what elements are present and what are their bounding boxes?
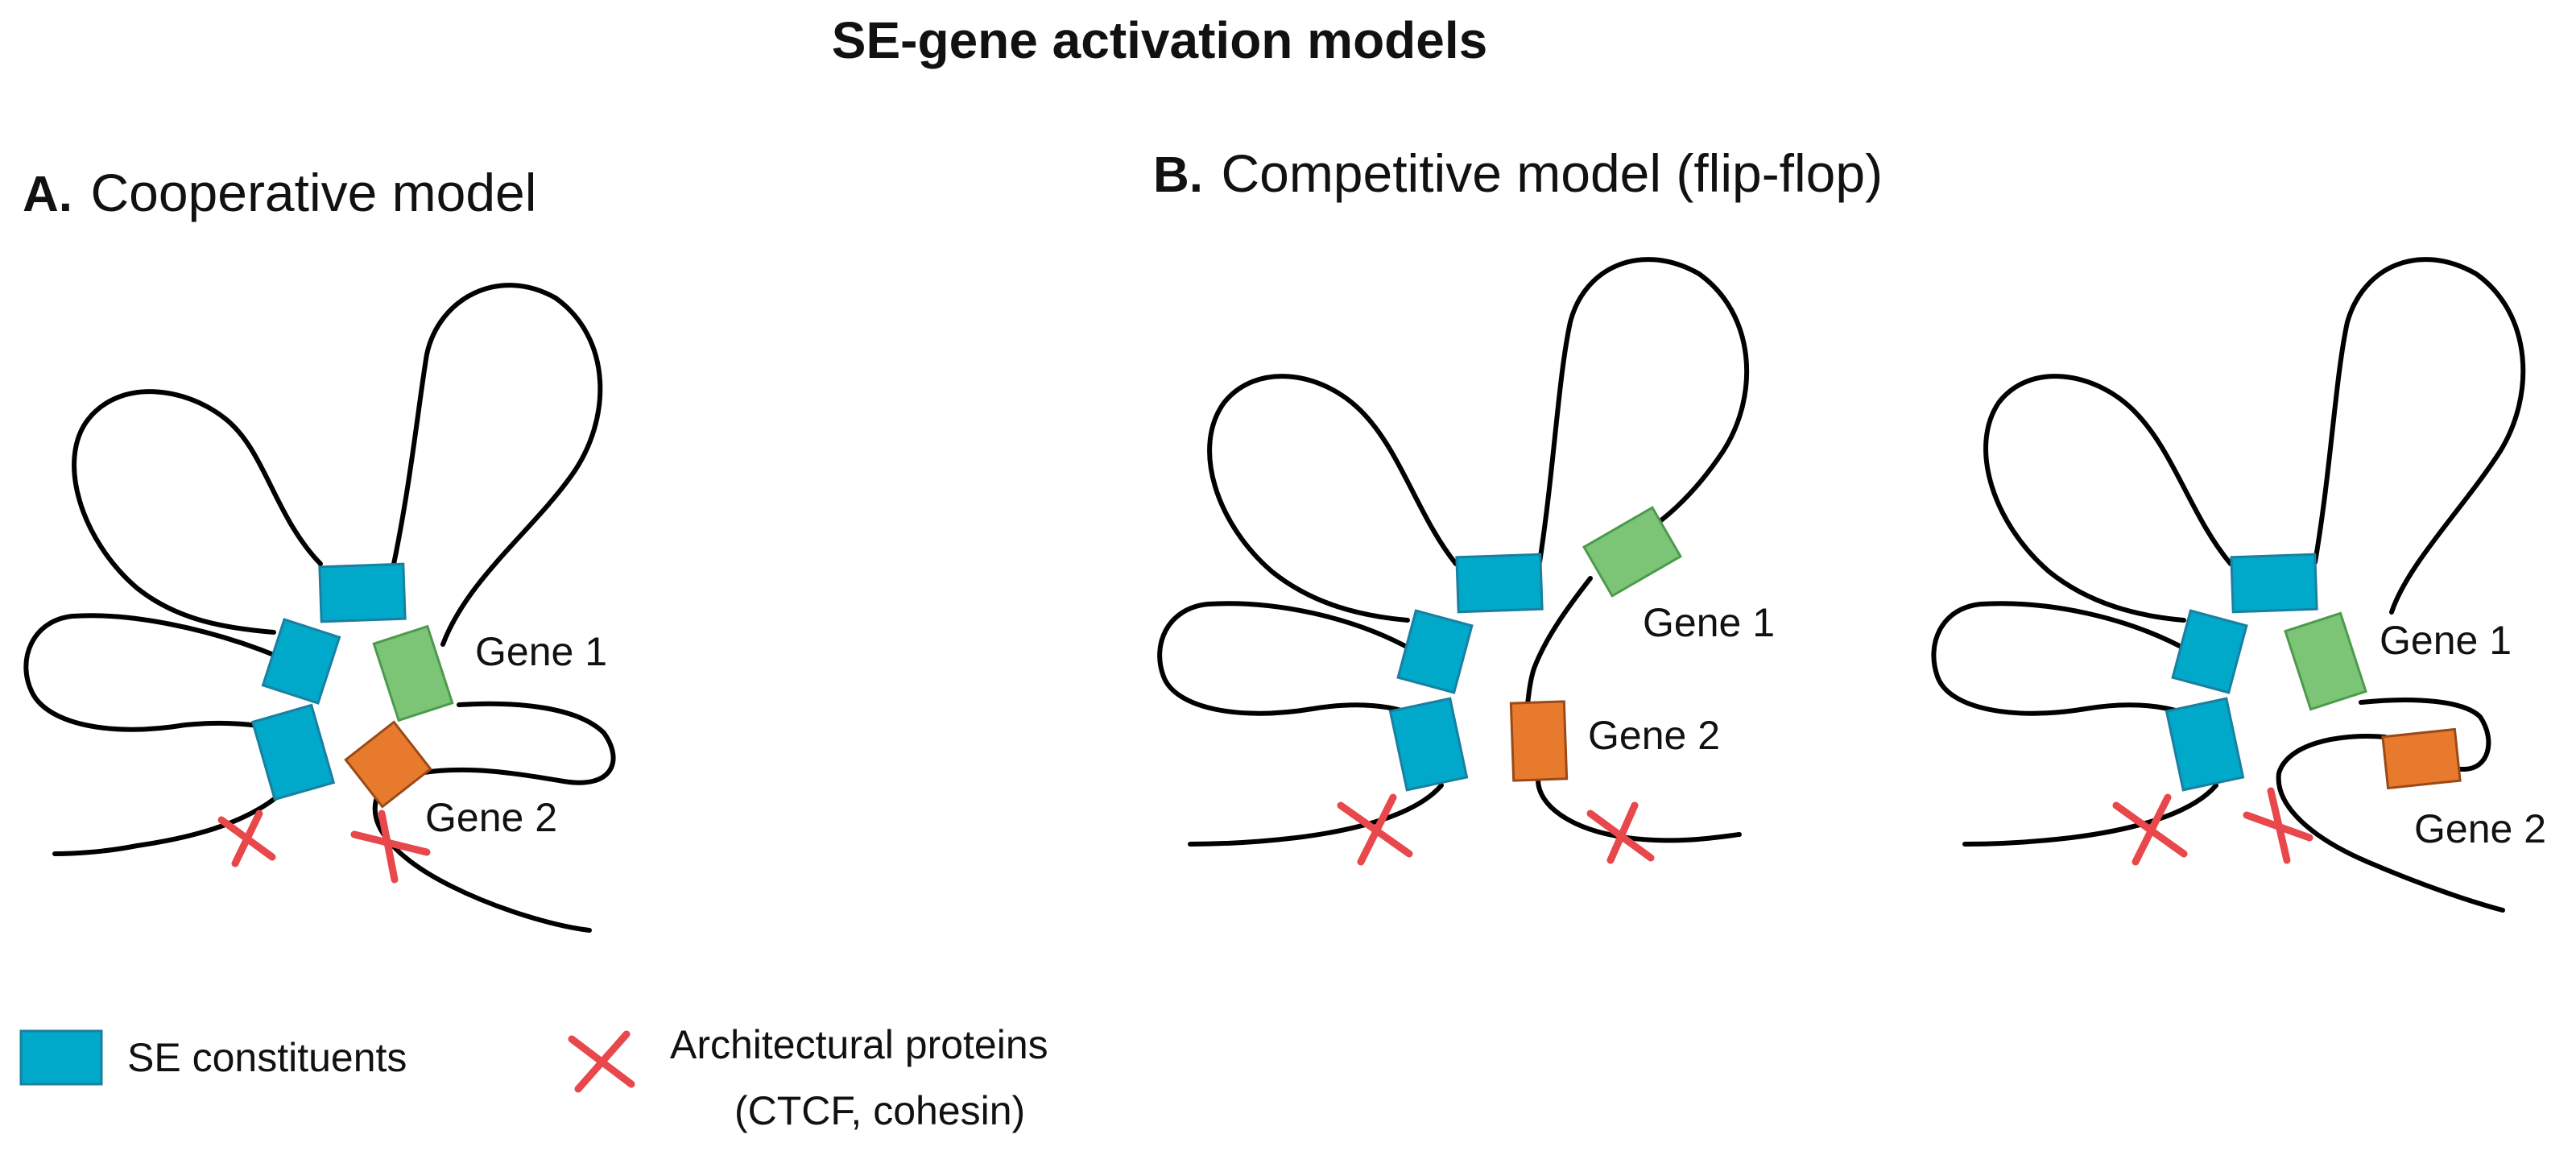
gene2-box bbox=[1509, 700, 1569, 782]
chromatin-loop bbox=[2313, 257, 2526, 615]
architectural-protein-icon bbox=[1337, 793, 1413, 866]
panel-a-diagram: Gene 1 Gene 2 bbox=[23, 283, 616, 933]
chromatin-tail bbox=[2276, 734, 2505, 913]
se-constituent bbox=[2165, 697, 2245, 792]
panel-b-letter: B. bbox=[1153, 147, 1203, 203]
chromatin-loop bbox=[1157, 601, 1416, 716]
chromatin-tail bbox=[372, 795, 592, 933]
panel-b-name: Competitive model (flip-flop) bbox=[1221, 143, 1883, 203]
gene1-label: Gene 1 bbox=[2380, 618, 2512, 663]
legend-architectural-sublabel: (CTCF, cohesin) bbox=[734, 1088, 1025, 1133]
panel-a-name: Cooperative model bbox=[90, 163, 536, 222]
se-constituent bbox=[250, 703, 336, 801]
se-constituent bbox=[318, 562, 407, 623]
legend-architectural-icon bbox=[568, 1030, 635, 1093]
se-constituent bbox=[1396, 609, 1474, 694]
gene2-box bbox=[2381, 727, 2462, 790]
gene2-label: Gene 2 bbox=[2414, 806, 2546, 851]
architectural-protein-icon bbox=[1586, 801, 1655, 864]
diagram-title: SE-gene activation models bbox=[832, 11, 1487, 69]
se-constituent bbox=[2171, 609, 2248, 694]
legend-se-swatch bbox=[19, 1029, 103, 1086]
chromatin-loop bbox=[1931, 601, 2191, 716]
gene2-label: Gene 2 bbox=[425, 795, 557, 840]
chromatin-loop bbox=[1207, 374, 1458, 623]
gene1-box bbox=[2284, 611, 2367, 711]
gene2-box bbox=[344, 720, 432, 809]
panel-a-heading: A. Cooperative model bbox=[23, 163, 536, 222]
architectural-protein-icon bbox=[350, 809, 431, 884]
chromatin-tail bbox=[1962, 783, 2218, 847]
chromatin-loop bbox=[391, 283, 603, 647]
se-constituent bbox=[2230, 553, 2318, 614]
gene1-box bbox=[372, 624, 454, 722]
chromatin-loop bbox=[23, 613, 280, 732]
legend-se-label: SE constituents bbox=[127, 1035, 407, 1080]
chromatin-loop bbox=[72, 389, 323, 635]
gene1-label: Gene 1 bbox=[475, 629, 607, 674]
se-constituent bbox=[1455, 553, 1544, 614]
se-constituent bbox=[1388, 697, 1469, 792]
gene1-box bbox=[1582, 506, 1682, 598]
legend: SE constituents Architectural proteins (… bbox=[19, 1022, 1048, 1133]
panel-a-letter: A. bbox=[23, 167, 72, 222]
panel-b-diagram-1: Gene 1 Gene 2 bbox=[1157, 257, 1775, 866]
panel-b-diagram-2: Gene 1 Gene 2 bbox=[1931, 257, 2546, 913]
chromatin-loop bbox=[1983, 374, 2233, 623]
chromatin-tail bbox=[1536, 777, 1742, 843]
chromatin-tail bbox=[52, 779, 296, 856]
se-constituent bbox=[261, 618, 341, 705]
chromatin-loop bbox=[416, 701, 616, 785]
gene2-label: Gene 2 bbox=[1588, 713, 1720, 758]
architectural-protein-icon bbox=[217, 809, 276, 867]
legend-architectural-label: Architectural proteins bbox=[670, 1022, 1048, 1067]
chromatin-loop bbox=[1537, 257, 1750, 565]
gene1-label: Gene 1 bbox=[1643, 600, 1775, 645]
architectural-protein-icon bbox=[2112, 793, 2188, 866]
panel-b-heading: B. Competitive model (flip-flop) bbox=[1153, 143, 1883, 203]
architectural-protein-icon bbox=[2243, 787, 2313, 864]
chromatin-tail bbox=[1188, 783, 1444, 847]
